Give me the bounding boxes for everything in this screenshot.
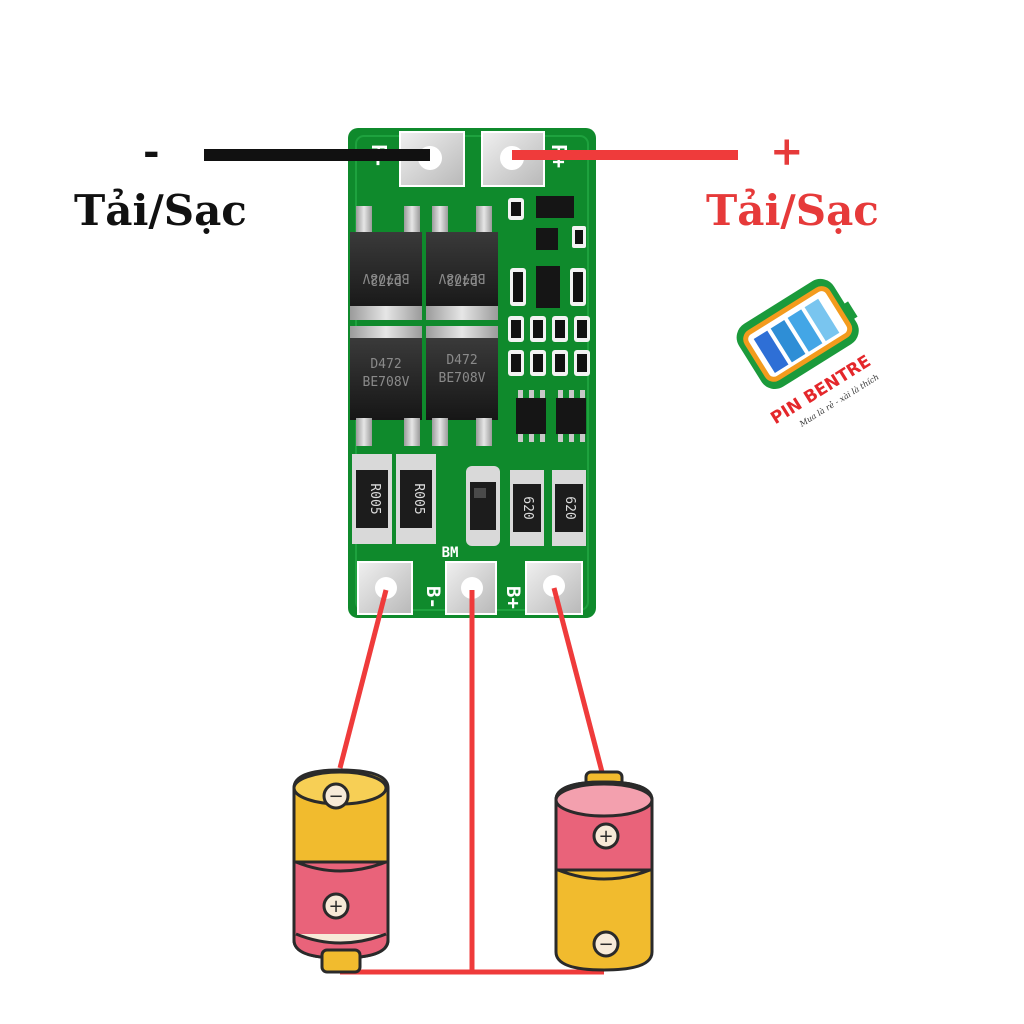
sot-ic-2: [556, 398, 586, 434]
resistor-r005-2-code: R005: [411, 483, 426, 514]
resistor-r005-2: R005: [396, 454, 436, 544]
wire-b-plus: [551, 587, 605, 773]
battery-right: [554, 770, 654, 972]
mosfet-top-1: BE708V D472: [350, 206, 422, 320]
mosfet-bottom-1: D472 BE708V: [350, 326, 422, 446]
smd-small-parts: [508, 196, 590, 442]
pad-b-minus-label: B-: [422, 586, 444, 609]
mosfet-top-2-code-b: D472: [446, 272, 477, 287]
pad-bm-label: BM: [442, 545, 459, 561]
pad-bm: [445, 561, 497, 615]
battery-right-positive-symbol: +: [598, 826, 613, 847]
bms-pcb-board: P- P+: [348, 128, 596, 618]
resistor-620-2-code: 620: [562, 496, 577, 519]
plus-label: +: [770, 128, 804, 175]
pad-b-plus-label: B+: [502, 586, 524, 609]
pad-b-plus: [525, 561, 583, 615]
battery-left-negative-symbol: −: [328, 786, 343, 807]
mosfet-bottom-2: D472 BE708V: [426, 326, 498, 446]
mosfet-bottom-2-code-b: BE708V: [439, 371, 486, 386]
battery-left-positive-symbol: +: [328, 896, 343, 917]
mosfet-bottom-2-code-a: D472: [446, 353, 477, 368]
minus-label: -: [143, 128, 160, 175]
pad-b-minus: B-: [357, 561, 444, 615]
mosfet-bottom-1-code-a: D472: [370, 357, 401, 372]
smd-capacitor: [466, 466, 500, 546]
resistor-r005-1-code: R005: [367, 483, 382, 514]
pin-bentre-logo: PIN BENTRE Mua là rẻ - xài là thích: [736, 278, 881, 429]
resistor-620-1-code: 620: [520, 496, 535, 519]
battery-left: [292, 768, 390, 974]
load-charge-positive-label: Tải/Sạc: [706, 186, 879, 235]
resistor-620-2: 620: [552, 470, 586, 546]
resistor-r005-1: R005: [352, 454, 392, 544]
load-charge-negative-label: Tải/Sạc: [74, 186, 247, 235]
mosfet-top-1-code-a: BE708V: [362, 270, 409, 285]
resistor-620-1: 620: [510, 470, 544, 546]
sot-ic-1: [516, 398, 546, 434]
wire-b-minus: [337, 589, 389, 769]
smd-resistor-grid: [508, 316, 590, 376]
battery-right-negative-symbol: −: [598, 934, 613, 955]
mosfet-bottom-1-code-b: BE708V: [363, 375, 410, 390]
mosfet-top-2-code-a: BE708V: [438, 270, 485, 285]
mosfet-top-1-code-b: D472: [370, 272, 401, 287]
mosfet-top-2: BE708V D472: [426, 206, 498, 320]
